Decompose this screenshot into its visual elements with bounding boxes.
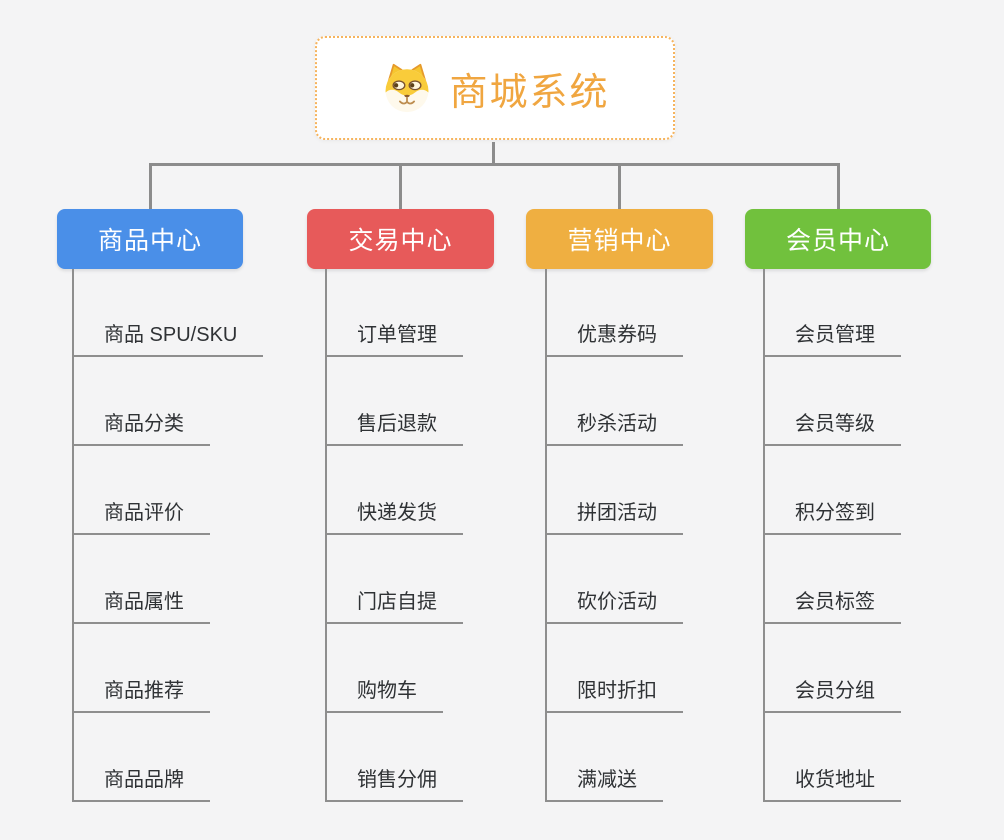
branch-spine-product-center	[72, 269, 74, 802]
branch-node-trade-center[interactable]: 交易中心	[307, 209, 494, 269]
leaf-node[interactable]: 限时折扣	[545, 678, 683, 713]
connector-drop-trade-center	[399, 163, 402, 209]
leaf-node[interactable]: 积分签到	[763, 500, 901, 535]
leaf-node[interactable]: 商品品牌	[72, 767, 210, 802]
doge-icon	[386, 63, 429, 113]
leaf-node[interactable]: 商品属性	[72, 589, 210, 624]
leaf-node[interactable]: 销售分佣	[325, 767, 463, 802]
leaf-node[interactable]: 购物车	[325, 678, 443, 713]
leaf-node[interactable]: 秒杀活动	[545, 411, 683, 446]
leaf-node[interactable]: 门店自提	[325, 589, 463, 624]
leaf-node[interactable]: 订单管理	[325, 322, 463, 357]
leaf-node[interactable]: 会员等级	[763, 411, 901, 446]
leaf-node[interactable]: 商品 SPU/SKU	[72, 322, 264, 357]
connector-drop-member-center	[837, 163, 840, 209]
leaf-node[interactable]: 优惠券码	[545, 322, 683, 357]
leaf-node[interactable]: 满减送	[545, 767, 663, 802]
branch-node-member-center[interactable]: 会员中心	[745, 209, 931, 269]
branch-label: 交易中心	[348, 227, 453, 255]
leaf-node[interactable]: 收货地址	[763, 767, 901, 802]
branch-node-product-center[interactable]: 商品中心	[57, 209, 243, 269]
connector-root-stub	[492, 142, 495, 166]
root-title: 商城系统	[449, 71, 610, 114]
leaf-node[interactable]: 快递发货	[325, 500, 463, 535]
leaf-node[interactable]: 商品推荐	[72, 678, 210, 713]
branch-spine-member-center	[763, 269, 765, 802]
connector-horizontal	[149, 163, 840, 166]
leaf-node[interactable]: 会员标签	[763, 589, 901, 624]
leaf-node[interactable]: 会员分组	[763, 678, 901, 713]
root-node-mall-system[interactable]: 商城系统	[315, 36, 675, 140]
leaf-node[interactable]: 砍价活动	[545, 589, 683, 624]
branch-node-marketing-center[interactable]: 营销中心	[526, 209, 713, 269]
connector-drop-product-center	[149, 163, 152, 209]
leaf-node[interactable]: 商品评价	[72, 500, 210, 535]
leaf-node[interactable]: 售后退款	[325, 411, 463, 446]
connector-drop-marketing-center	[618, 163, 621, 209]
branch-label: 商品中心	[97, 227, 202, 255]
leaf-node[interactable]: 拼团活动	[545, 500, 683, 535]
branch-spine-marketing-center	[545, 269, 547, 802]
leaf-node[interactable]: 商品分类	[72, 411, 210, 446]
branch-spine-trade-center	[325, 269, 327, 802]
branch-label: 营销中心	[567, 227, 672, 255]
branch-label: 会员中心	[785, 227, 890, 255]
leaf-node[interactable]: 会员管理	[763, 322, 901, 357]
